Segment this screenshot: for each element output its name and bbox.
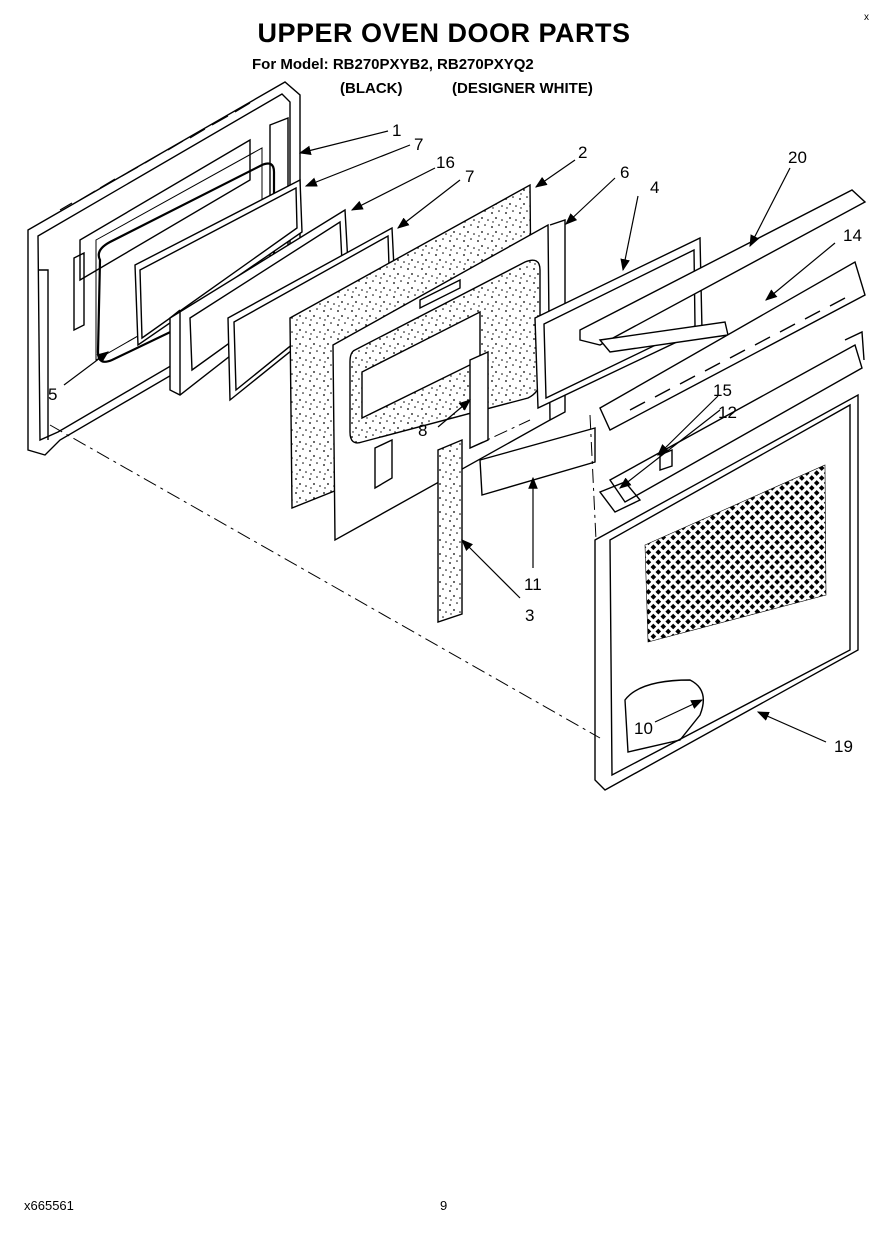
model-subtitle: For Model: RB270PXYB2, RB270PXYQ2 [252,56,534,73]
glass-pane-inner [134,178,303,347]
callout-2: 2 [578,143,587,162]
callout-6: 6 [620,163,629,182]
callout-8: 8 [418,421,427,440]
callout-11: 11 [524,575,542,594]
variant-white-label: (DESIGNER WHITE) [452,80,593,97]
callout-7b: 7 [465,167,474,186]
handle-bracket [598,330,865,513]
page-number: 9 [440,1198,448,1213]
callout-16: 16 [436,153,455,172]
outer-door-panel [594,393,859,791]
callout-12: 12 [718,403,737,422]
callout-4: 4 [650,178,659,197]
callout-10: 10 [634,719,653,738]
top-trim-strip [579,189,867,346]
corner-mark: x [864,12,869,23]
callout-19: 19 [834,737,853,756]
callout-5: 5 [48,385,57,404]
callout-14: 14 [843,226,862,245]
hinge-channel [469,350,489,450]
document-code: x665561 [24,1198,74,1213]
callout-20: 20 [788,148,807,167]
insulation-strip [437,438,463,623]
callout-7a: 7 [414,135,423,154]
callout-15: 15 [713,381,732,400]
callout-3: 3 [525,606,534,625]
vent-strip [599,260,866,431]
variant-black-label: (BLACK) [340,80,403,97]
callout-1: 1 [392,121,401,140]
trim-strip-lower [479,427,596,496]
inner-door-liner [332,219,566,542]
page-title: UPPER OVEN DOOR PARTS [257,18,631,48]
